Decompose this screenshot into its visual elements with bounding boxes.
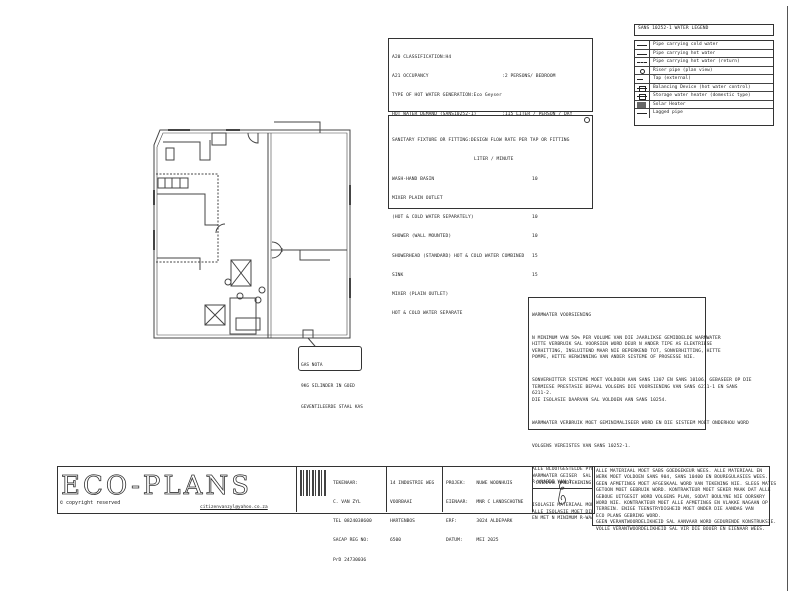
- fixture-name: MIXER PLAIN OUTLET: [392, 195, 443, 201]
- notes-paragraph: SONVERHITTER SISTEME MOET VOLDOEN AAN SA…: [532, 378, 752, 403]
- solar-heater-icon: [635, 100, 650, 108]
- cold-pipe-icon: [635, 41, 650, 49]
- copyright-text: © copyright reserved: [60, 500, 121, 506]
- classif-value: :115 LITER / PERSON / DAY: [502, 112, 572, 118]
- riser-pipe-icon: [635, 66, 650, 74]
- legend-item: Pipe carrying hot water (return): [635, 58, 773, 67]
- project-line: EIENAAR: MNR C LANDSCHOTNE: [446, 500, 524, 506]
- fixture-rate: 15: [532, 272, 538, 278]
- tap-icon: [635, 75, 650, 83]
- sheet-border-right: [787, 6, 788, 591]
- project-line: PROJEK: NUWE WOONHUIS: [446, 480, 513, 486]
- project-line: ERF: 3024 ALDEPARK: [446, 519, 513, 525]
- gas-note: GAS NOTA 9KG SILINDER IN GOED GEVENTILEE…: [298, 346, 363, 410]
- general-notes: ALLE MATERIAAL MOET SABS GOEDGEKEUR WEES…: [592, 466, 776, 532]
- designer-line: SACAP REG NO:: [333, 538, 369, 544]
- designer-address: 14 INDUSTRIE WEG VOORBAAI HARTENBOS 6500: [387, 466, 443, 543]
- gas-note-line: GEVENTILEERDE STAAL KAS: [301, 405, 363, 410]
- designer-line: TEL 0824038600: [333, 519, 372, 525]
- fixture-name: MIXER (PLAIN OUTLET): [392, 291, 449, 297]
- warm-water-notes: WARMWATER VOORSIENING N MINIMUM VAN 50% …: [528, 297, 752, 521]
- notes-paragraph: WARMWATER VERBRUIK MOET GEMINIMALISEER W…: [532, 420, 749, 426]
- fixture-subheader: LITER / MINUTE: [474, 157, 514, 163]
- qr-code-icon: [300, 470, 326, 496]
- legend-title: SANS 10252-1 WATER LEGEND: [634, 24, 774, 36]
- legend-label: Pipe carrying hot water (return): [653, 59, 740, 64]
- lagged-pipe-icon: [635, 109, 650, 118]
- legend-label: Tap (external): [653, 76, 691, 81]
- legend-label: Lagged pipe: [653, 110, 683, 115]
- classif-key: A21 OCCUPANCY: [392, 74, 429, 80]
- balancing-device-icon: [635, 83, 650, 92]
- designer-line: PrD 24730036: [333, 557, 367, 563]
- fixture-flow-rate-table: SANITARY FIXTURE OR FITTING:DESIGN FLOW …: [388, 115, 593, 316]
- signature-icon: [558, 480, 566, 505]
- eco-plans-logo: ECO-PLANS: [57, 466, 297, 512]
- owner-signature-box: EIENAAR HANDTEKENING:: [533, 466, 594, 512]
- fixture-header: SANITARY FIXTURE OR FITTING:DESIGN FLOW …: [392, 138, 570, 144]
- legend-label: Riser pipe (plan view): [653, 67, 713, 73]
- fixture-rate: [532, 196, 562, 202]
- legend-item: Pipe carrying cold water: [635, 41, 773, 50]
- logo-text: ECO-PLANS: [61, 471, 253, 501]
- floor-plan-drawing: [153, 121, 351, 353]
- legend-label: Pipe carrying cold water: [653, 42, 719, 47]
- fixture-name: (HOT & COLD WATER SEPARATELY): [392, 215, 474, 221]
- project-line: DATUM: MEI 2025: [446, 538, 499, 544]
- email-link[interactable]: citizenvanzyl@yahoo.co.za: [200, 505, 268, 510]
- fixture-name: SHOWER (WALL MOUNTED): [392, 234, 452, 240]
- notes-paragraph: N MINIMUM VAN 50% PER VOLUME VAN DIE JAA…: [532, 336, 721, 361]
- fixture-row: SHOWER (WALL MOUNTED) 10: [392, 234, 589, 240]
- project-info: PROJEK: NUWE WOONHUIS EIENAAR: MNR C LAN…: [443, 466, 533, 543]
- fixture-rate: 10: [532, 215, 538, 221]
- hot-water-classification-table: A20 CLASSIFICATION:H4 A21 OCCUPANCY :2 PE…: [388, 38, 593, 194]
- fixture-row: MIXER PLAIN OUTLET: [392, 196, 589, 202]
- legend-label: Pipe carrying hot water: [653, 50, 716, 56]
- legend-item: Tap (external): [635, 75, 773, 84]
- title-block: [57, 466, 595, 514]
- return-pipe-icon: [635, 58, 650, 66]
- fixture-name: SINK: [392, 272, 404, 278]
- legend-label: Storage water heater (domestic type): [653, 93, 751, 98]
- address-line: 6500: [390, 538, 402, 544]
- owner-signature-label: EIENAAR HANDTEKENING:: [533, 479, 594, 489]
- classif-key: TYPE OF HOT WATER GENERATION:Eco Geyser: [392, 93, 502, 99]
- address-line: 14 INDUSTRIE WEG: [390, 480, 435, 486]
- gas-note-line: 9KG SILINDER IN GOED: [301, 384, 355, 389]
- legend-item: Storage water heater (domestic type): [635, 92, 773, 101]
- fixture-row: MIXER (PLAIN OUTLET): [392, 292, 589, 298]
- fixture-name: HOT & COLD WATER SEPARATE: [392, 311, 463, 317]
- notes-paragraph: VOLGENS VEREISTES VAN SANS 10252-1.: [532, 444, 631, 450]
- gas-note-line: GAS NOTA: [301, 363, 323, 368]
- designer-line: TEKENAAR:: [333, 480, 358, 486]
- classif-value: :2 PERSONS/ BEDROOM: [502, 74, 556, 80]
- fixture-rate: 15: [532, 253, 538, 259]
- fixture-row: SINK 15: [392, 273, 589, 279]
- legend-label: Solar Heater: [653, 101, 686, 107]
- fixture-row: (HOT & COLD WATER SEPARATELY) 10: [392, 215, 589, 221]
- address-line: HARTENBOS: [390, 519, 415, 525]
- notes-title: WARMWATER VOORSIENING: [532, 312, 592, 318]
- fixture-row: SHOWERHEAD (STANDARD) HOT & COLD WATER C…: [392, 254, 589, 260]
- storage-heater-icon: [635, 92, 650, 100]
- address-line: VOORBAAI: [390, 500, 413, 506]
- fixture-row: WASH-HAND BASIN 10: [392, 177, 589, 183]
- legend-label: Balancing Device (hot water control): [653, 84, 751, 90]
- circle-marker-icon: [584, 117, 590, 123]
- designer-line: C. VAN ZYL: [333, 500, 361, 506]
- legend-item: Riser pipe (plan view): [635, 66, 773, 75]
- fixture-name: WASH-HAND BASIN: [392, 176, 435, 182]
- fixture-name: SHOWERHEAD (STANDARD) HOT & COLD WATER C…: [392, 253, 525, 259]
- legend-item: Lagged pipe: [635, 109, 773, 118]
- classif-key: A20 CLASSIFICATION:H4: [392, 54, 452, 60]
- fixture-rate: 10: [532, 234, 538, 240]
- legend-item: Pipe carrying hot water: [635, 49, 773, 58]
- legend-item: Solar Heater: [635, 100, 773, 109]
- designer-info: TEKENAAR: C. VAN ZYL TEL 0824038600 SACA…: [330, 466, 387, 563]
- fixture-rate: 10: [532, 176, 538, 182]
- hot-pipe-icon: [635, 49, 650, 57]
- water-legend: Pipe carrying cold water Pipe carrying h…: [634, 40, 774, 126]
- legend-item: Balancing Device (hot water control): [635, 83, 773, 92]
